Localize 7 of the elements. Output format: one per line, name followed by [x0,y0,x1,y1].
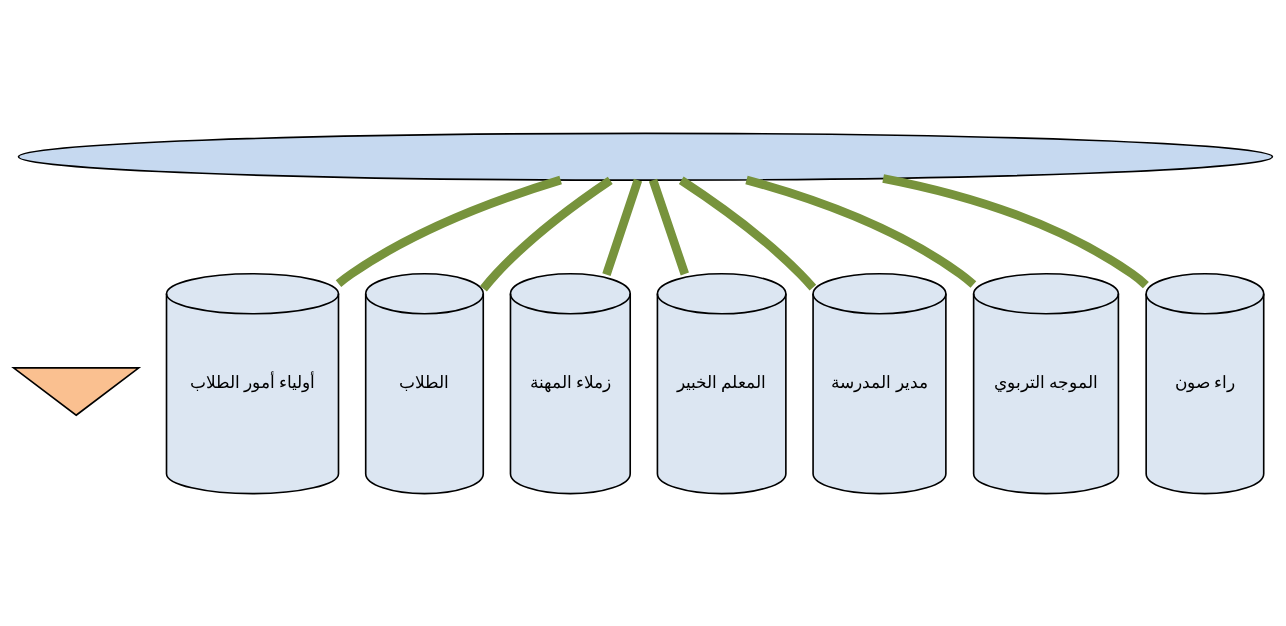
connector [648,178,689,275]
connector [480,176,613,291]
connector [678,176,817,291]
connector [602,178,643,276]
node-ellipse [17,132,1274,181]
node-triangle [11,366,142,416]
connector [335,175,562,287]
